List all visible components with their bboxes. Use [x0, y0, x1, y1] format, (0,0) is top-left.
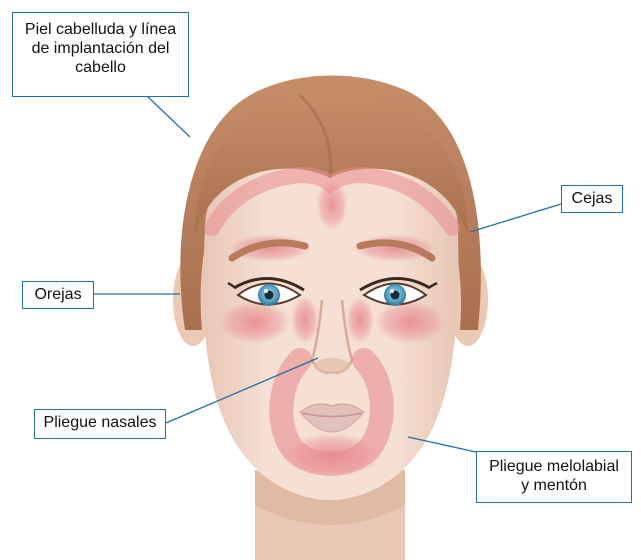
label-melolabial-line-1: Pliegue melolabial — [483, 457, 625, 476]
label-ears: Orejas — [22, 281, 94, 309]
label-scalp-line-1: Piel cabelluda y línea — [19, 20, 182, 39]
chin-rash — [282, 433, 382, 477]
label-eyebrows-text: Cejas — [568, 189, 616, 208]
nose-shadow — [314, 358, 350, 374]
leader-line-eyebrows — [470, 204, 561, 232]
forehead-rash — [316, 179, 348, 231]
label-ears-text: Orejas — [29, 285, 87, 304]
label-scalp-line-3: cabello — [19, 58, 182, 77]
left-inner-rash — [291, 296, 319, 344]
right-inner-rash — [346, 296, 374, 344]
label-melolabial-line-2: y mentón — [483, 476, 625, 495]
label-nasal-folds-text: Pliegue nasales — [41, 413, 159, 432]
label-nasal-folds: Pliegue nasales — [34, 409, 166, 439]
label-scalp-line-2: de implantación del — [19, 39, 182, 58]
label-eyebrows: Cejas — [561, 185, 623, 213]
right-cheek-rash — [374, 300, 446, 344]
label-melolabial-chin: Pliegue melolabial y mentón — [476, 451, 632, 503]
leader-line-scalp — [148, 97, 190, 137]
label-scalp-hairline: Piel cabelluda y línea de implantación d… — [12, 12, 189, 97]
left-cheek-rash — [219, 300, 291, 344]
